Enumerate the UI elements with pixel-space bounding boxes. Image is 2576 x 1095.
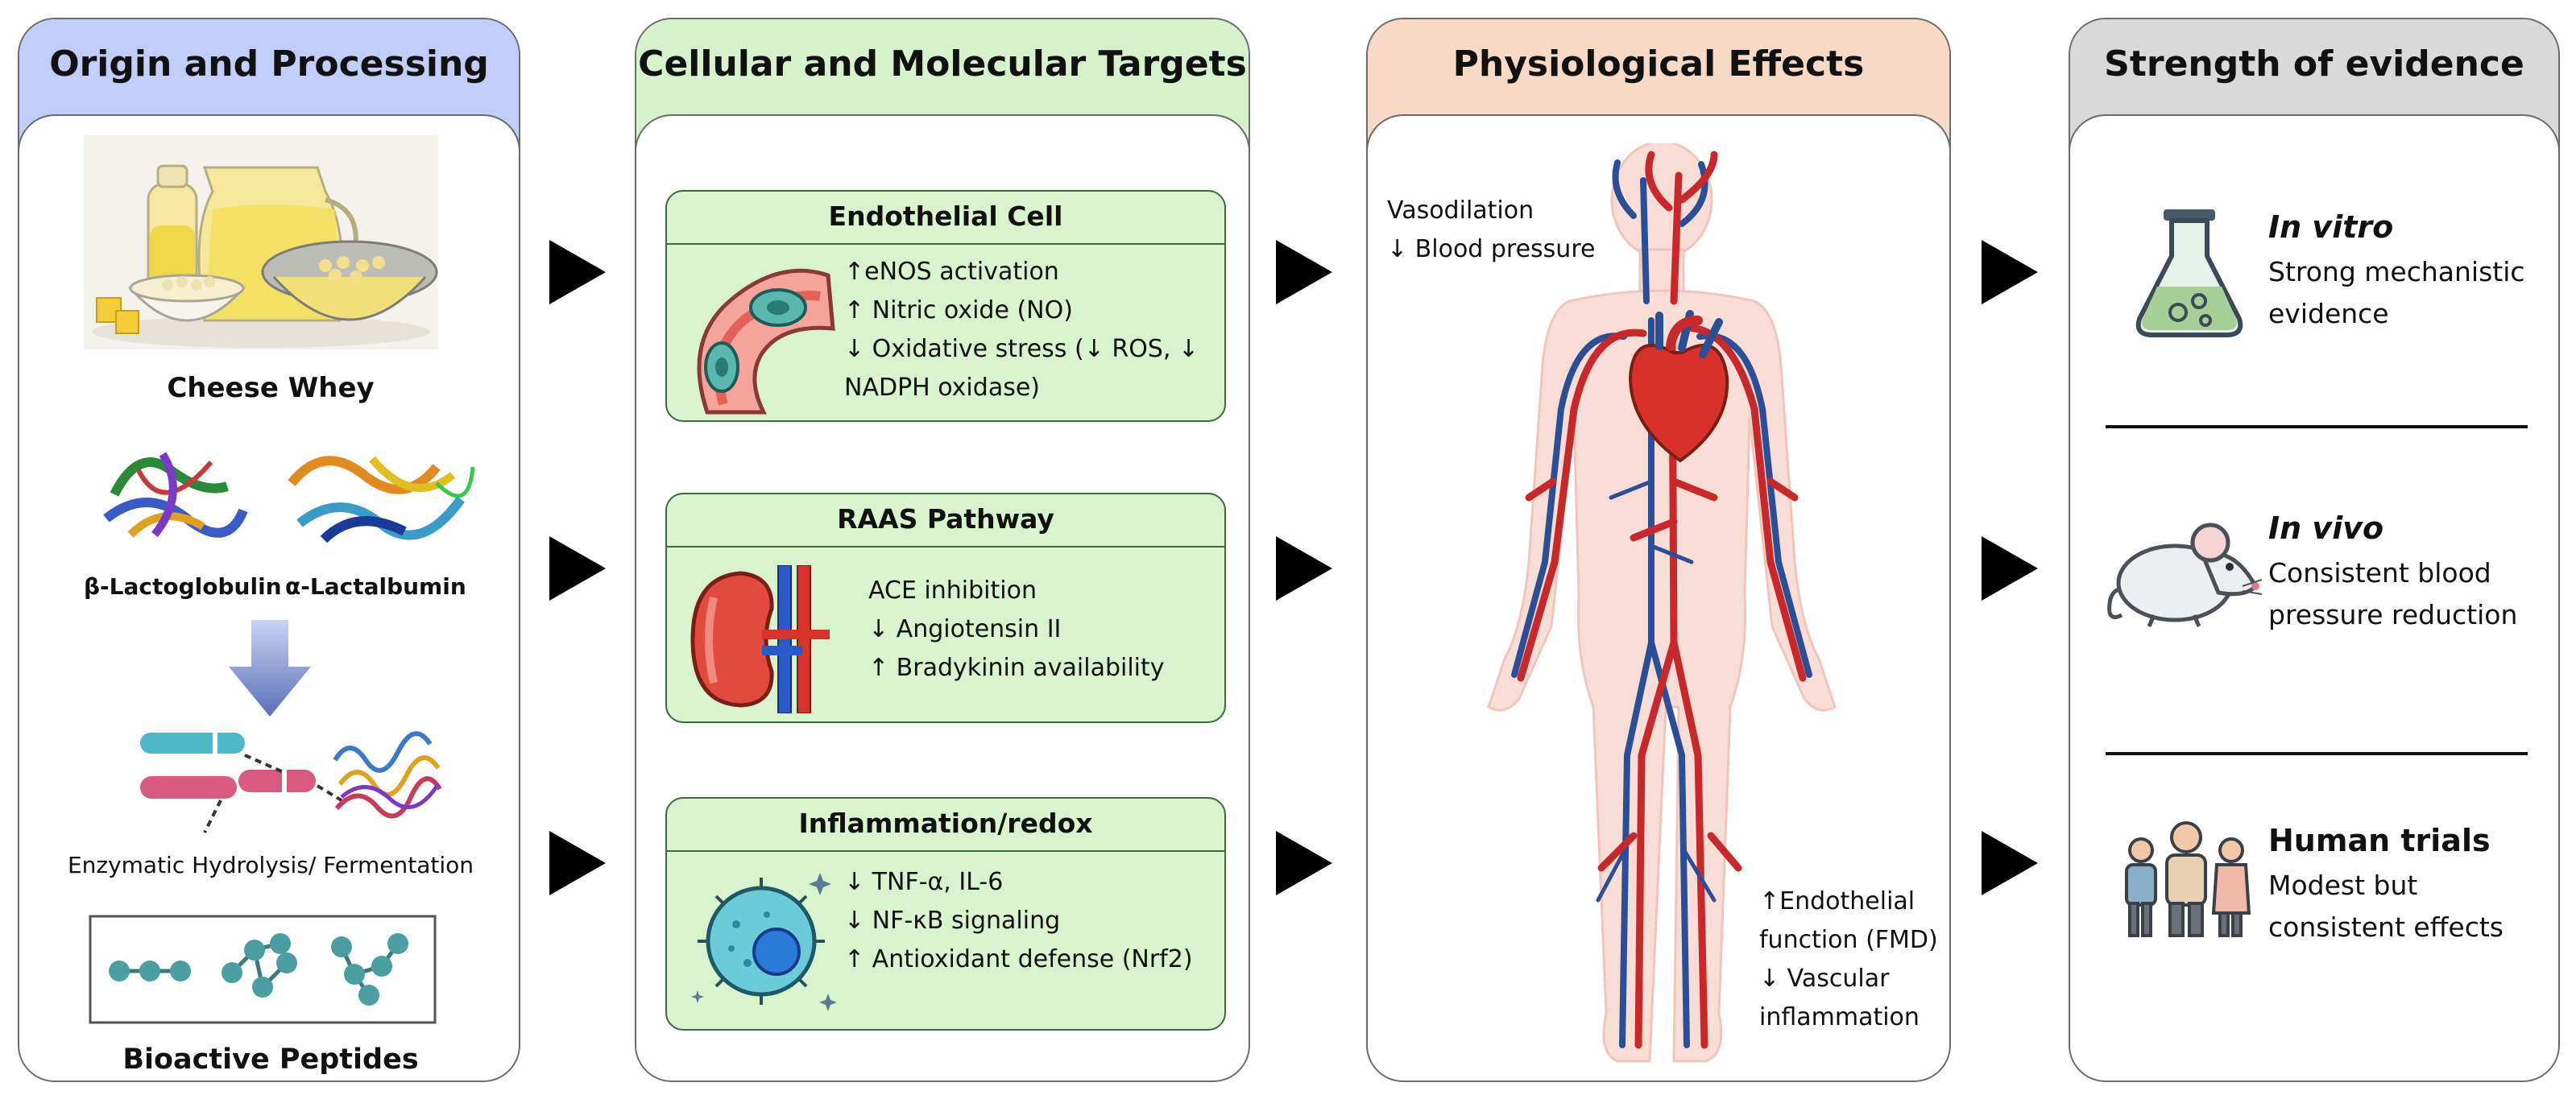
panel-evidence-body: In vitro Strong mechanistic evidence In … xyxy=(2070,114,2558,1081)
down-arrow-icon xyxy=(229,620,311,717)
panel-origin-body: Cheese Whey β-Lactoglobulin α-Lactalbumi… xyxy=(19,114,519,1081)
effect-line: NADPH oxidase) xyxy=(844,374,1040,402)
flow-arrow-icon xyxy=(1276,831,1332,895)
evidence-text: Strong mechanistic evidence xyxy=(2268,251,2525,335)
evidence-line: Modest but xyxy=(2268,870,2418,901)
panel-effects: Physiological Effects xyxy=(1366,18,1951,1082)
panel-title: Cellular and Molecular Targets xyxy=(638,43,1247,85)
evidence-text: Modest but consistent effects xyxy=(2268,865,2504,948)
effect-line: ↑ Antioxidant defense (Nrf2) xyxy=(844,945,1193,973)
effect-line: ↓ Angiotensin II xyxy=(868,615,1062,643)
raas-effects: ACE inhibition ↓ Angiotensin II ↑ Bradyk… xyxy=(868,572,1165,688)
effect-line: ↓ Oxidative stress (↓ ROS, ↓ xyxy=(844,335,1199,363)
endothelial-effects: ↑eNOS activation ↑ Nitric oxide (NO) ↓ O… xyxy=(844,253,1199,407)
immune-cell-icon xyxy=(691,873,837,1011)
panel-title: Strength of evidence xyxy=(2104,43,2524,85)
effect-line: ACE inhibition xyxy=(868,576,1037,605)
protein-structure-icon xyxy=(288,456,475,543)
effect-line: ↑Endothelial xyxy=(1759,887,1915,915)
flow-arrow-icon xyxy=(1982,831,2038,895)
box-title: Endothelial Cell xyxy=(667,192,1224,245)
human-circulatory-system-figure xyxy=(1487,143,1837,1063)
endothelial-cell-icon xyxy=(697,268,835,415)
evidence-title-human-trials: Human trials xyxy=(2268,823,2491,858)
panel-title: Physiological Effects xyxy=(1452,43,1865,85)
cheese-whey-label: Cheese Whey xyxy=(167,372,375,404)
flow-arrow-icon xyxy=(1982,536,2038,601)
flow-arrow-icon xyxy=(1276,240,1332,304)
effect-line: function (FMD) xyxy=(1759,926,1938,954)
evidence-line: Strong mechanistic xyxy=(2268,256,2525,287)
inflammation-effects: ↓ TNF-α, IL-6 ↓ NF-κB signaling ↑ Antiox… xyxy=(844,863,1193,979)
alpha-lactalbumin-label: α-Lactalbumin xyxy=(285,573,466,600)
flow-arrow-icon xyxy=(549,536,606,601)
evidence-line: pressure reduction xyxy=(2268,599,2518,630)
effect-line: inflammation xyxy=(1759,1003,1920,1031)
panel-targets-body: Endothelial Cell ↑eNOS activation ↑ Nitr… xyxy=(636,114,1249,1081)
protein-structure-icon xyxy=(103,452,248,538)
effect-line: ↓ NF-κB signaling xyxy=(844,907,1061,935)
panel-evidence: Strength of evidence In vitro Strong mec… xyxy=(2069,18,2560,1082)
kidney-icon xyxy=(690,565,830,713)
effect-line: ↓ TNF-α, IL-6 xyxy=(844,868,1004,896)
effect-line: ↑ Bradykinin availability xyxy=(868,654,1165,682)
evidence-text: Consistent blood pressure reduction xyxy=(2268,552,2517,636)
raas-pathway-box: RAAS Pathway ACE inhibition ↓ Angiotensi… xyxy=(665,493,1226,723)
evidence-line: Consistent blood xyxy=(2268,557,2491,589)
endothelial-cell-box: Endothelial Cell ↑eNOS activation ↑ Nitr… xyxy=(665,190,1226,422)
mouse-icon xyxy=(2107,523,2262,627)
evidence-title-in-vivo: In vivo xyxy=(2268,510,2384,546)
peptides-label: Bioactive Peptides xyxy=(122,1043,419,1076)
effect-line: ↑ Nitric oxide (NO) xyxy=(844,296,1073,324)
evidence-divider xyxy=(2106,425,2528,428)
panel-targets: Cellular and Molecular Targets Endotheli… xyxy=(635,18,1250,1082)
panel-origin: Origin and Processing xyxy=(18,18,520,1082)
effect-line: ↓ Vascular xyxy=(1759,965,1890,993)
people-group-icon xyxy=(2125,821,2251,937)
flow-arrow-icon xyxy=(549,240,606,304)
vasodilation-effects: Vasodilation ↓ Blood pressure xyxy=(1387,192,1595,269)
effect-line: Vasodilation xyxy=(1387,196,1534,225)
panel-title: Origin and Processing xyxy=(49,43,489,85)
peptide-chain-icon xyxy=(140,729,442,833)
panel-effects-body: Vasodilation ↓ Blood pressure ↑Endotheli… xyxy=(1368,114,1949,1081)
cheese-whey-illustration xyxy=(84,135,438,349)
flow-arrow-icon xyxy=(1276,536,1332,601)
evidence-line: consistent effects xyxy=(2268,911,2504,943)
process-label: Enzymatic Hydrolysis/ Fermentation xyxy=(67,852,474,878)
evidence-line: evidence xyxy=(2268,298,2389,329)
box-title: RAAS Pathway xyxy=(667,494,1224,548)
endothelial-function-effects: ↑Endothelial function (FMD) ↓ Vascular i… xyxy=(1759,882,1938,1037)
effect-line: ↓ Blood pressure xyxy=(1387,235,1596,263)
evidence-divider xyxy=(2106,752,2528,755)
evidence-title-in-vitro: In vitro xyxy=(2268,209,2394,245)
flow-arrow-icon xyxy=(549,831,606,895)
inflammation-redox-box: Inflammation/redox ↓ TNF-α, IL-6 ↓ NF- xyxy=(665,797,1226,1031)
box-title: Inflammation/redox xyxy=(667,799,1224,852)
lab-flask-icon xyxy=(2135,209,2243,337)
peptide-network-icon xyxy=(89,915,437,1024)
flow-arrow-icon xyxy=(1982,240,2038,304)
beta-lactoglobulin-label: β-Lactoglobulin xyxy=(84,573,282,600)
effect-line: ↑eNOS activation xyxy=(844,258,1059,286)
